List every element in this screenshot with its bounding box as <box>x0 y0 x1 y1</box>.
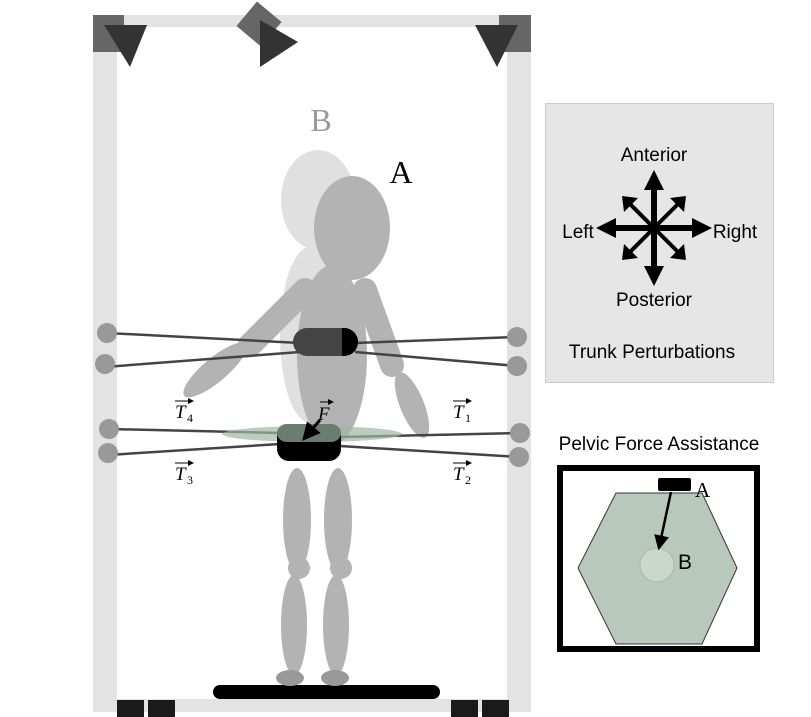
svg-text:1: 1 <box>465 411 471 425</box>
label-position-a: A <box>389 154 412 190</box>
label-position-b: B <box>310 102 331 138</box>
pelvis-marker-a <box>658 478 691 491</box>
trunk-perturbations-panel: Anterior Left Right Posterior Trunk Pert… <box>545 103 774 383</box>
svg-text:2: 2 <box>465 473 471 487</box>
label-anterior: Anterior <box>621 145 688 166</box>
direction-arrows-icon <box>596 170 712 286</box>
pelvic-panel-title: Pelvic Force Assistance <box>559 434 760 455</box>
cable-anchors <box>95 323 530 467</box>
label-point-b: B <box>678 551 692 574</box>
svg-text:T: T <box>175 464 187 485</box>
assistance-force-arrow <box>654 491 673 551</box>
trunk-cables <box>104 331 518 369</box>
svg-text:T: T <box>453 402 465 423</box>
trunk-harness <box>293 328 358 356</box>
label-t2: T 2 <box>453 460 472 487</box>
pelvic-belt <box>277 424 341 461</box>
force-arrow <box>302 419 322 441</box>
label-t1: T 1 <box>453 398 472 425</box>
label-left: Left <box>562 222 594 243</box>
label-t3: T 3 <box>175 460 194 487</box>
svg-text:T: T <box>175 402 187 423</box>
svg-text:F: F <box>317 404 330 425</box>
svg-text:4: 4 <box>187 411 193 425</box>
label-posterior: Posterior <box>616 290 693 311</box>
pelvic-force-panel: Pelvic Force Assistance A B <box>557 434 760 652</box>
camera-icon <box>104 25 147 67</box>
trunk-panel-title: Trunk Perturbations <box>569 342 735 363</box>
label-force: F <box>317 399 334 425</box>
svg-text:T: T <box>453 464 465 485</box>
label-point-a: A <box>695 478 711 502</box>
treadmill-belt <box>213 685 440 699</box>
label-right: Right <box>713 222 758 243</box>
target-point-b <box>639 547 675 583</box>
label-t4: T 4 <box>175 398 194 425</box>
base-feet <box>117 700 509 717</box>
camera-icon <box>475 25 518 67</box>
svg-text:3: 3 <box>187 473 193 487</box>
camera-icon <box>260 20 298 67</box>
